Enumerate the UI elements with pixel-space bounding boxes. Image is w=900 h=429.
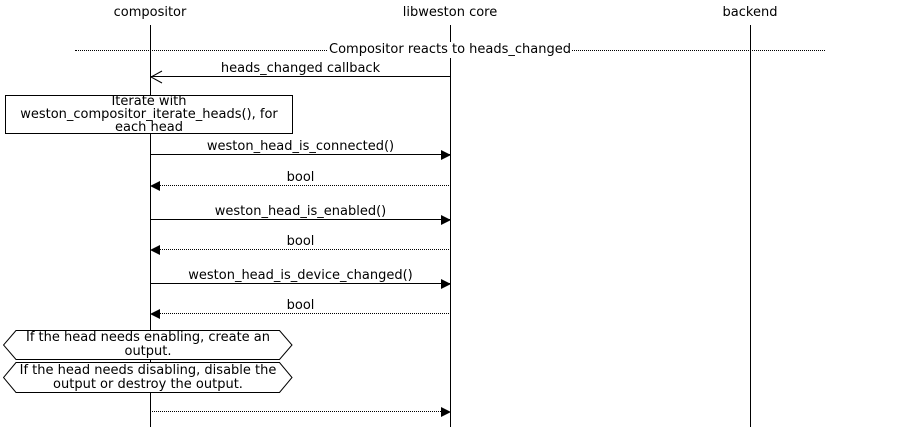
message-bool-reply: bool (150, 234, 451, 255)
message-line (150, 181, 451, 191)
participant-label-compositor: compositor (113, 5, 187, 20)
filled-arrowhead-right-icon (441, 150, 451, 160)
message-label: weston_head_is_enabled() (214, 204, 387, 219)
message-label: heads_changed callback (220, 61, 381, 76)
filled-arrowhead-right-icon (441, 407, 451, 417)
filled-arrowhead-left-icon (150, 245, 160, 255)
message-line (150, 407, 451, 417)
message-bool-reply: bool (150, 170, 451, 191)
message-weston-head-is-enabled: weston_head_is_enabled() (150, 204, 451, 225)
message-label: bool (286, 298, 315, 313)
note-iterate-heads: Iterate with weston_compositor_iterate_h… (5, 95, 293, 134)
divider: Compositor reacts to heads_changed (75, 42, 825, 58)
participant-label-libweston-core: libweston core (402, 5, 498, 20)
lifeline-backend (750, 25, 751, 427)
participant-label-backend: backend (722, 5, 778, 20)
note-disable-output: If the head needs disabling, disable the… (3, 362, 293, 393)
message-line (149, 70, 451, 84)
message-line (150, 215, 451, 225)
note-label: If the head needs enabling, create an ou… (25, 330, 271, 359)
message-label: bool (286, 170, 315, 185)
lifeline-libweston-core (450, 25, 451, 427)
message-label: weston_head_is_device_changed() (188, 268, 413, 283)
filled-arrowhead-right-icon (441, 279, 451, 289)
lifeline-compositor (150, 25, 151, 427)
message-line (150, 150, 451, 160)
message-weston-head-is-connected: weston_head_is_connected() (150, 139, 451, 160)
hexagon-shape (3, 330, 293, 360)
filled-arrowhead-left-icon (150, 309, 160, 319)
message-bool-reply: bool (150, 298, 451, 319)
filled-arrowhead-left-icon (150, 181, 160, 191)
message-label: weston_head_is_connected() (206, 139, 395, 154)
message-line (150, 309, 451, 319)
note-label: If the head needs disabling, disable the… (19, 362, 277, 392)
filled-arrowhead-right-icon (441, 215, 451, 225)
message-label: bool (286, 234, 315, 249)
message-line (150, 245, 451, 255)
divider-label: Compositor reacts to heads_changed (328, 42, 572, 58)
hexagon-shape (3, 362, 293, 393)
message-line (150, 279, 451, 289)
message-weston-head-is-device-changed: weston_head_is_device_changed() (150, 268, 451, 289)
message-unlabeled-return (150, 407, 451, 417)
open-arrowhead-left-icon (149, 70, 163, 84)
note-enable-output: If the head needs enabling, create an ou… (3, 330, 293, 360)
message-heads-changed-callback: heads_changed callback (149, 61, 451, 84)
